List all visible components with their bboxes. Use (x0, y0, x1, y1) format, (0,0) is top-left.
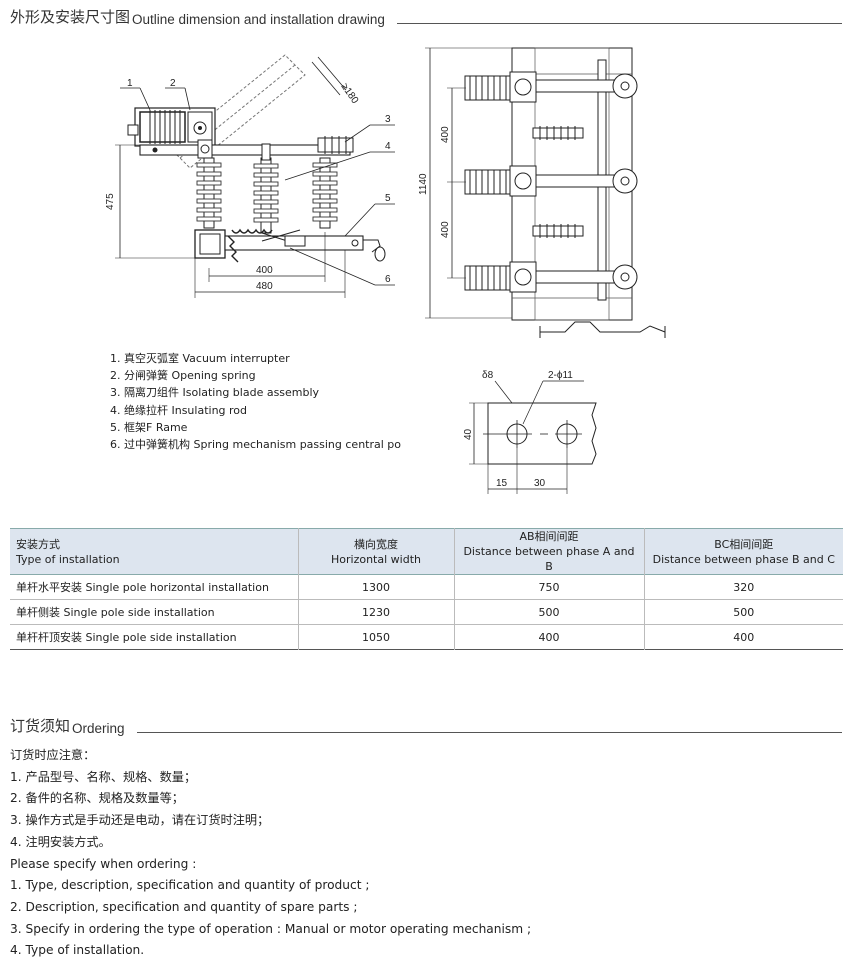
ordering-line: 4. Type of installation. (10, 943, 145, 958)
ordering-line: 3. 操作方式是手动还是电动，请在订货时注明； (10, 813, 270, 828)
svg-text:3: 3 (385, 114, 391, 125)
svg-text:6: 6 (385, 274, 391, 285)
cell-install-type: 单杆水平安装 Single pole horizontal installati… (16, 581, 269, 594)
ordering-notes: 订货时应注意： 1. 产品型号、名称、规格、数量； 2. 备件的名称、规格及数量… (10, 745, 531, 962)
dim-upper: 400 (440, 126, 451, 143)
header-rule (396, 23, 842, 24)
ordering-line: 3. Specify in ordering the type of opera… (10, 921, 532, 936)
front-view: 1140 400 400 (418, 47, 666, 338)
plate-offset: 15 (496, 478, 508, 489)
cell-bc: 320 (643, 574, 843, 600)
plate-holes: 2-ϕ11 (548, 370, 573, 381)
table-row: 单杆杆顶安装 Single pole side installation 105… (10, 624, 843, 650)
svg-text:4: 4 (385, 141, 391, 152)
table-header-row: 安装方式 Type of installation 横向宽度 Horizonta… (10, 528, 843, 575)
legend-item: 6. 过中弹簧机构 Spring mechanism passing centr… (110, 438, 402, 452)
legend-item: 4. 绝缘拉杆 Insulating rod (110, 403, 248, 417)
dim-height: 475 (105, 193, 116, 210)
ordering-line: 订货时应注意： (10, 748, 96, 762)
cell-width: 1230 (297, 599, 454, 625)
ordering-section-header: 订货须知 Ordering (10, 715, 842, 736)
header-cn: AB相间间距 (519, 530, 579, 543)
svg-text:5: 5 (385, 193, 391, 204)
dim-width-b: 480 (256, 281, 273, 292)
header-en: Distance between phase A and B (463, 545, 635, 573)
installation-table: 安装方式 Type of installation 横向宽度 Horizonta… (10, 528, 843, 650)
dim-angle: ≥180 (339, 81, 361, 106)
header-en: Horizontal width (331, 552, 421, 566)
ordering-line: 1. Type, description, specification and … (10, 878, 370, 893)
header-ab-distance: AB相间间距 Distance between phase A and B (453, 528, 644, 575)
outline-section-header: 外形及安装尺寸图 Outline dimension and installat… (10, 6, 842, 27)
cell-width: 1300 (297, 574, 454, 600)
plate-thickness: δ8 (482, 370, 494, 381)
legend-item: 5. 框架F Rame (110, 420, 188, 434)
cell-bc: 500 (643, 599, 843, 625)
plate-spacing: 30 (534, 478, 546, 489)
header-cn: BC相间间距 (714, 537, 774, 551)
cell-install-type: 单杆杆顶安装 Single pole side installation (16, 631, 237, 644)
header-install-type: 安装方式 Type of installation (10, 529, 298, 575)
table-row: 单杆侧装 Single pole side installation 1230 … (10, 599, 843, 625)
header-rule (136, 732, 842, 733)
technical-drawing: 1 2 3 4 5 6 ≥180 475 400 (105, 47, 666, 494)
legend-item: 1. 真空灭弧室 Vacuum interrupter (110, 352, 290, 365)
ordering-line: 2. 备件的名称、规格及数量等； (10, 791, 184, 806)
ordering-title-en: Ordering (72, 721, 125, 736)
ordering-line: 1. 产品型号、名称、规格、数量； (10, 769, 197, 784)
ordering-line: 4. 注明安装方式。 (10, 834, 111, 849)
header-en: Distance between phase B and C (652, 552, 835, 566)
ordering-title-cn: 订货须知 (10, 717, 71, 735)
table-row: 单杆水平安装 Single pole horizontal installati… (10, 574, 843, 600)
plate-height: 40 (463, 428, 474, 440)
ordering-line: 2. Description, specification and quanti… (10, 899, 358, 914)
dim-width-a: 400 (256, 265, 273, 276)
svg-text:1: 1 (127, 78, 133, 89)
plate-detail: δ8 2-ϕ11 40 15 30 (463, 370, 597, 494)
svg-text:2: 2 (170, 78, 176, 89)
cell-ab: 500 (453, 599, 644, 625)
header-cn: 横向宽度 (354, 537, 398, 551)
header-en: Type of installation (16, 552, 120, 566)
cell-ab: 400 (453, 624, 644, 650)
dim-lower: 400 (440, 221, 451, 238)
cell-install-type: 单杆侧装 Single pole side installation (16, 606, 215, 619)
cell-ab: 750 (453, 574, 644, 600)
cell-width: 1050 (297, 624, 454, 650)
side-view: 1 2 3 4 5 6 ≥180 475 400 (105, 54, 395, 298)
header-bc-distance: BC相间间距 Distance between phase B and C (643, 528, 843, 575)
legend-item: 2. 分闸弹簧 Opening spring (110, 369, 256, 383)
ordering-line: Please specify when ordering : (10, 856, 197, 871)
outline-title-cn: 外形及安装尺寸图 (10, 8, 131, 26)
header-cn: 安装方式 (16, 537, 60, 551)
outline-title-en: Outline dimension and installation drawi… (132, 12, 385, 27)
header-horizontal-width: 横向宽度 Horizontal width (297, 528, 454, 575)
parts-legend: 1. 真空灭弧室 Vacuum interrupter 2. 分闸弹簧 Open… (110, 350, 402, 453)
legend-item: 3. 隔离刀组件 Isolating blade assembly (110, 386, 320, 400)
cell-bc: 400 (643, 624, 843, 650)
dim-total: 1140 (418, 173, 429, 195)
